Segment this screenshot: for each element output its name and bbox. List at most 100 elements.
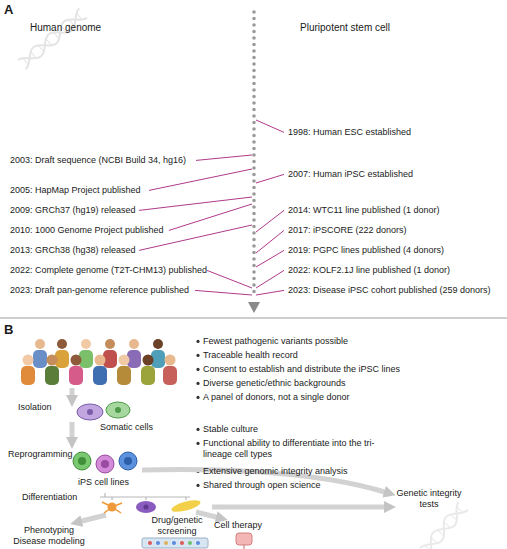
bullet-dots-part xyxy=(196,340,199,343)
bullet-dots-part xyxy=(196,484,199,487)
application-label: Phenotyping Disease modeling xyxy=(10,525,88,547)
bullet-dots-part xyxy=(196,368,199,371)
donor-crowd-part xyxy=(33,350,47,368)
timeline-entry: 2023: Draft pan-genome reference publish… xyxy=(10,285,189,296)
bullet-text: Diverse genetic/ethnic backgrounds xyxy=(203,378,346,389)
screening-plate-part xyxy=(180,541,184,545)
timeline-part xyxy=(252,12,256,298)
donor-crowd xyxy=(21,339,177,385)
panel-letter: B xyxy=(4,322,13,338)
timeline-entry: 2007: Human iPSC established xyxy=(288,169,413,180)
timeline xyxy=(248,12,260,313)
donor-crowd-part xyxy=(129,339,139,349)
differentiated-cells-part xyxy=(108,503,117,512)
screening-plate xyxy=(142,538,208,548)
donor-crowd-part xyxy=(21,366,35,385)
timeline-leader-part xyxy=(256,290,284,295)
dna-watermark-part xyxy=(420,502,468,549)
bullet-dots-part xyxy=(196,396,199,399)
screening-plate-part xyxy=(164,541,168,545)
step-label: Differentiation xyxy=(22,492,77,503)
timeline-entry: 2010: 1000 Genome Project published xyxy=(10,225,164,236)
dna-watermark-part xyxy=(425,507,463,549)
stage-label: iPS cell lines xyxy=(78,477,129,488)
donor-crowd-part xyxy=(153,339,163,349)
timeline-part xyxy=(248,302,260,313)
donor-crowd-part xyxy=(93,366,107,385)
dna-watermark-part xyxy=(18,9,87,70)
screening-plate-part xyxy=(156,541,160,545)
timeline-leader-part xyxy=(195,290,252,295)
timeline-entry: 2017: iPSCORE (222 donors) xyxy=(288,225,407,236)
process-arrow xyxy=(72,388,388,522)
panel-divider xyxy=(0,318,507,319)
bullet-dots-part xyxy=(196,428,199,431)
bullet-text: A panel of donors, not a single donor xyxy=(203,392,350,403)
donor-crowd-part xyxy=(57,339,67,349)
timeline-entry: 2023: Disease iPSC cohort published (259… xyxy=(288,285,491,296)
donor-crowd-part xyxy=(119,355,130,366)
donor-crowd-part xyxy=(165,355,176,366)
application-label: Cell therapy xyxy=(214,520,262,531)
ips-cells-part xyxy=(119,452,137,470)
donor-crowd-part xyxy=(163,366,177,385)
screening-plate-part xyxy=(172,541,176,545)
process-arrow-part xyxy=(78,515,106,522)
timeline-entry: 2003: Draft sequence (NCBI Build 34, hg1… xyxy=(10,155,186,166)
step-label: Isolation xyxy=(18,402,52,413)
bullet-text: Stable culture xyxy=(203,424,258,435)
column-header: Human genome xyxy=(30,22,101,34)
ips-cells xyxy=(73,452,137,473)
ips-cells-part xyxy=(124,457,132,465)
iv-bag-part xyxy=(236,533,252,545)
somatic-cells-part xyxy=(77,404,103,420)
timeline-leader-part xyxy=(256,230,284,253)
ips-cells-part xyxy=(96,455,114,473)
donor-crowd-part xyxy=(45,366,59,385)
step-label: Reprogramming xyxy=(8,449,73,460)
bullet-text: Extensive genomic integrity analysis xyxy=(203,466,348,477)
process-arrow-part xyxy=(70,388,75,399)
timeline-entry: 2019: PGPC lines published (4 donors) xyxy=(288,245,444,256)
application-label: Genetic integrity tests xyxy=(396,488,462,510)
bullet-text: Traceable health record xyxy=(203,350,298,361)
donor-crowd-part xyxy=(69,366,83,385)
donor-crowd-part xyxy=(141,366,155,385)
timeline-entry: 2022: KOLF2.1J line published (1 donor) xyxy=(288,265,450,276)
donor-crowd-part xyxy=(143,355,154,366)
timeline-entry: 2005: HapMap Project published xyxy=(10,185,141,196)
process-arrow-part xyxy=(70,422,75,441)
iv-bag xyxy=(236,533,252,549)
ips-cells-part xyxy=(101,460,109,468)
ips-cells-part xyxy=(78,457,86,465)
screening-plate-part xyxy=(148,541,152,545)
donor-crowd-part xyxy=(71,355,82,366)
timeline-entry: 1998: Human ESC established xyxy=(288,127,411,138)
timeline-leader-part xyxy=(169,204,252,230)
differentiated-cells xyxy=(102,498,202,514)
somatic-cells-part xyxy=(106,402,130,418)
bullet-text: Consent to establish and distribute the … xyxy=(203,364,400,375)
donor-crowd-part xyxy=(23,355,34,366)
timeline-entry: 2013: GRCh38 (hg38) released xyxy=(10,245,136,256)
dna-watermark-part xyxy=(18,9,87,70)
timeline-leader-part xyxy=(196,155,252,160)
timeline-leader-part xyxy=(256,210,284,232)
differentiation-bracket xyxy=(100,493,190,500)
bullet-dots-part xyxy=(196,382,199,385)
donor-crowd-part xyxy=(117,366,131,385)
dna-watermark xyxy=(18,9,87,70)
donor-crowd-part xyxy=(35,339,45,349)
stage-label: Somatic cells xyxy=(100,422,153,433)
dna-watermark-part xyxy=(23,13,82,64)
timeline-leader-part xyxy=(256,250,284,267)
somatic-cells-part xyxy=(87,409,93,415)
timeline-leader-part xyxy=(207,270,252,288)
screening-plate-part xyxy=(196,541,200,545)
application-label: Drug/genetic screening xyxy=(148,515,206,537)
differentiated-cells-part xyxy=(144,505,149,510)
panel-letter: A xyxy=(4,2,13,18)
process-arrow-part xyxy=(212,505,388,510)
timeline-entry: 2009: GRCh37 (hg19) released xyxy=(10,205,136,216)
